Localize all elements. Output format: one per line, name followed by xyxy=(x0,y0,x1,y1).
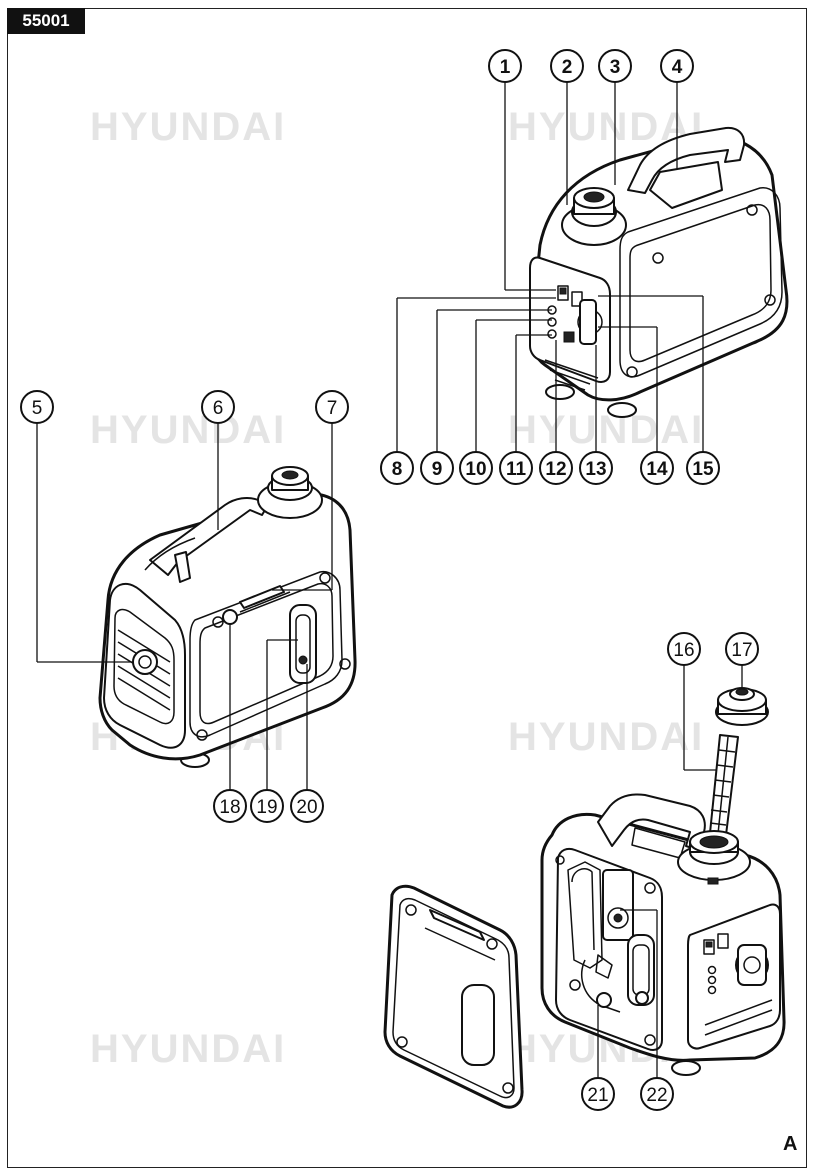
callout-10-label: 10 xyxy=(465,459,486,480)
callout-5-label: 5 xyxy=(32,398,43,419)
callout-3-label: 3 xyxy=(610,57,621,78)
watermark-6: HYUNDAI xyxy=(508,715,704,759)
callout-1-label: 1 xyxy=(500,57,511,78)
callout-14: 14 xyxy=(640,451,674,485)
fuel-cap-icon xyxy=(715,687,769,726)
callout-7: 7 xyxy=(315,390,349,424)
fan-grille-lines xyxy=(117,629,171,711)
callout-1: 1 xyxy=(488,49,522,83)
callout-20-label: 20 xyxy=(296,797,317,818)
watermarks: HYUNDAI HYUNDAI HYUNDAI HYUNDAI HYUNDAI … xyxy=(90,105,704,1071)
callout-11-label: 11 xyxy=(506,459,527,480)
callout-7-label: 7 xyxy=(327,398,338,419)
callout-16: 16 xyxy=(667,632,701,666)
callout-21: 21 xyxy=(581,1077,615,1111)
watermark-4: HYUNDAI xyxy=(508,408,704,452)
callout-21-label: 21 xyxy=(587,1085,608,1106)
callout-4: 4 xyxy=(660,49,694,83)
callout-3: 3 xyxy=(598,49,632,83)
side-cover-panel-icon xyxy=(383,884,524,1109)
top-callout-leaders xyxy=(396,82,704,452)
callout-2: 2 xyxy=(550,49,584,83)
open-view-callout-leaders xyxy=(597,909,658,1078)
page-frame xyxy=(7,8,807,1168)
callout-8-label: 8 xyxy=(392,459,403,480)
callout-12-label: 12 xyxy=(545,459,566,480)
watermark-1: HYUNDAI xyxy=(90,105,286,149)
watermark-7: HYUNDAI xyxy=(90,1027,286,1071)
callout-9: 9 xyxy=(420,451,454,485)
callout-13-label: 13 xyxy=(585,459,606,480)
figure-letter: A xyxy=(783,1133,798,1155)
callout-16-label: 16 xyxy=(673,640,694,661)
callout-6: 6 xyxy=(201,390,235,424)
callout-18-label: 18 xyxy=(219,797,240,818)
generator-side-view-icon xyxy=(98,466,357,768)
callout-18: 18 xyxy=(213,789,247,823)
callout-17: 17 xyxy=(725,632,759,666)
generator-front-view-icon xyxy=(529,126,789,418)
callout-17-label: 17 xyxy=(731,640,752,661)
callout-13: 13 xyxy=(579,451,613,485)
callout-2-label: 2 xyxy=(562,57,573,78)
callout-4-label: 4 xyxy=(672,57,683,78)
callout-15: 15 xyxy=(686,451,720,485)
generator-open-panel-view-icon xyxy=(540,793,786,1076)
callout-20: 20 xyxy=(290,789,324,823)
callout-22: 22 xyxy=(640,1077,674,1111)
callout-12: 12 xyxy=(539,451,573,485)
callout-19: 19 xyxy=(250,789,284,823)
fuel-strainer-icon xyxy=(709,734,739,836)
callout-6-label: 6 xyxy=(213,398,224,419)
callout-10: 10 xyxy=(459,451,493,485)
strainer-callout-leaders xyxy=(683,665,743,771)
callout-9-label: 9 xyxy=(432,459,443,480)
callout-8: 8 xyxy=(380,451,414,485)
callout-5: 5 xyxy=(20,390,54,424)
left-callout-leaders xyxy=(36,423,333,790)
callout-15-label: 15 xyxy=(692,459,714,480)
model-code-badge: 55001 xyxy=(7,8,85,34)
watermark-3: HYUNDAI xyxy=(90,408,286,452)
callout-11: 11 xyxy=(499,451,533,485)
callout-19-label: 19 xyxy=(256,797,277,818)
callout-14-label: 14 xyxy=(646,459,668,480)
callout-22-label: 22 xyxy=(646,1085,667,1106)
